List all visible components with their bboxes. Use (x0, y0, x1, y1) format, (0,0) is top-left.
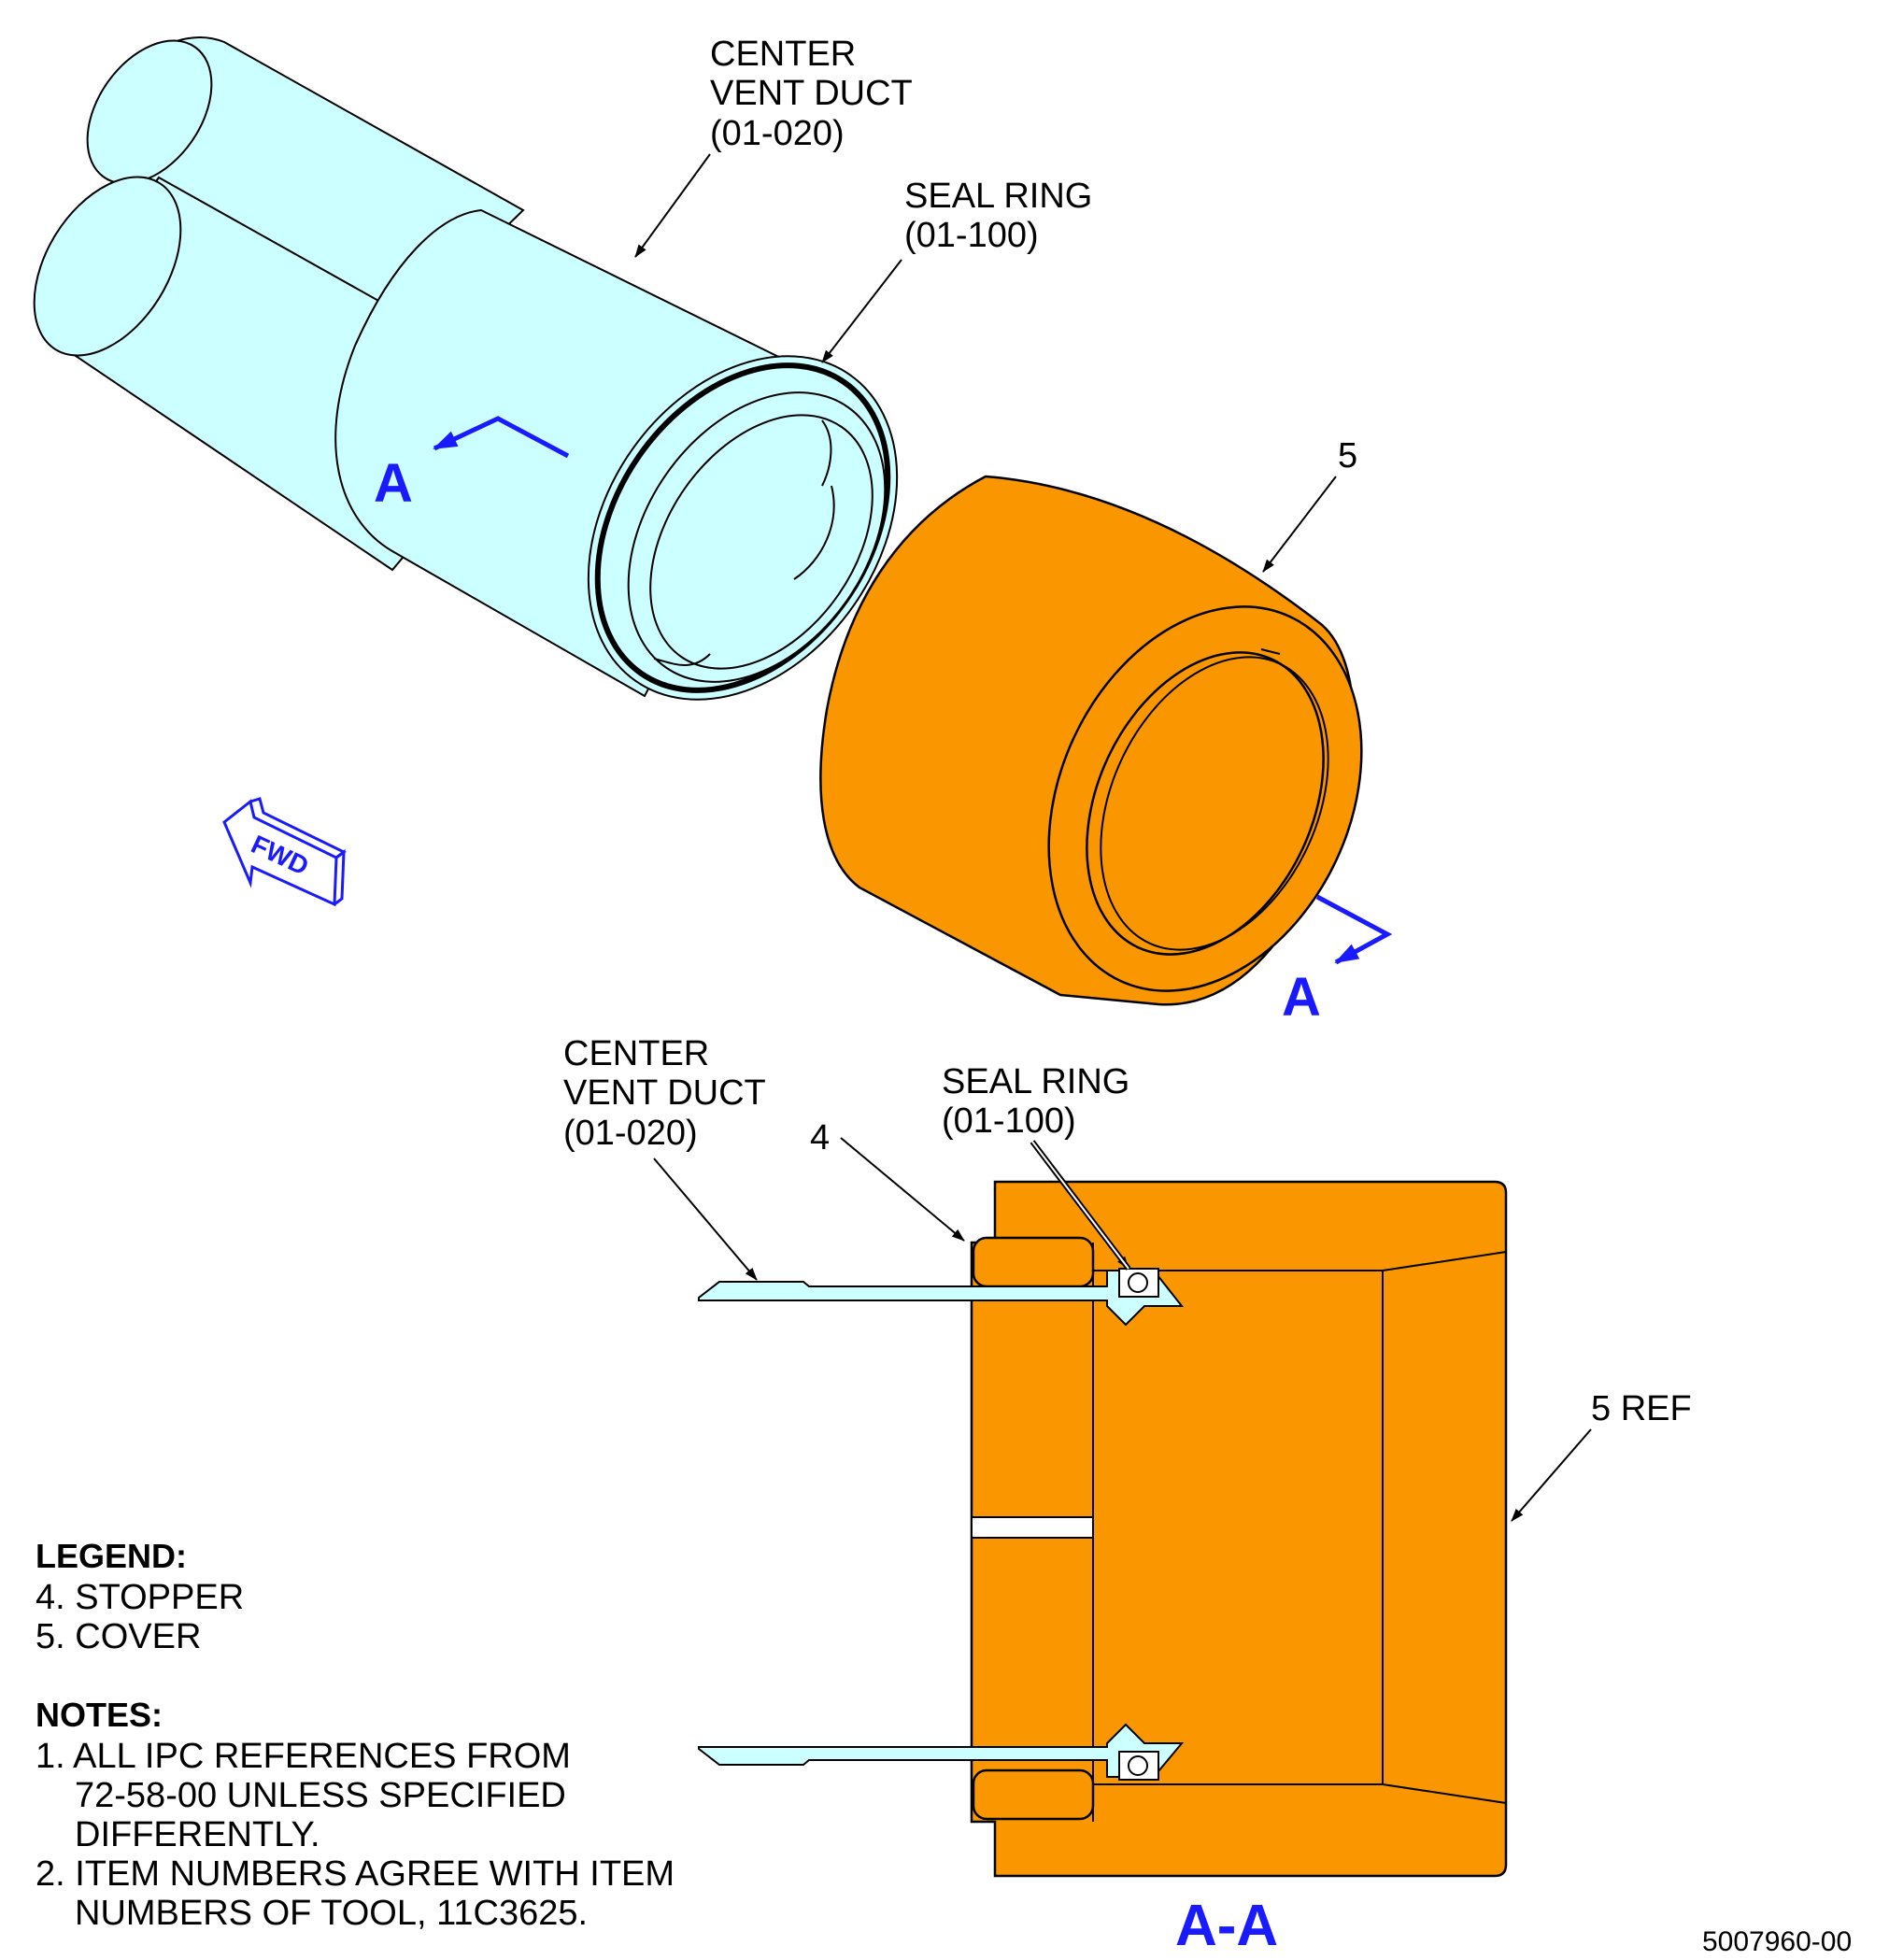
section-title: A-A (1175, 1894, 1278, 1958)
legend-item: 4. STOPPER (36, 1578, 244, 1617)
svg-text:(01-020): (01-020) (710, 114, 845, 153)
label-center-vent-duct-top: CENTER VENT DUCT (01-020) (634, 35, 913, 258)
cover-section (970, 1180, 1508, 1878)
center-vent-duct-iso (33, 36, 899, 701)
label-center-vent-duct-section: CENTER VENT DUCT (01-020) (563, 1034, 766, 1281)
legend: LEGEND: 4. STOPPER 5. COVER (36, 1537, 244, 1656)
svg-text:VENT DUCT: VENT DUCT (710, 74, 913, 113)
notes: NOTES: 1. ALL IPC REFERENCES FROM 72-58-… (36, 1696, 675, 1933)
section-marker-a-lower: A (1282, 894, 1393, 1028)
notes-heading: NOTES: (36, 1696, 163, 1734)
svg-text:(01-100): (01-100) (904, 216, 1039, 255)
svg-text:SEAL RING: SEAL RING (942, 1062, 1129, 1101)
duct-wall-upper (698, 1268, 1185, 1327)
svg-text:NUMBERS OF TOOL, 11C3625.: NUMBERS OF TOOL, 11C3625. (75, 1894, 588, 1933)
svg-text:SEAL RING: SEAL RING (904, 177, 1092, 216)
label-item-5-top: 5 (1262, 436, 1357, 573)
svg-text:VENT DUCT: VENT DUCT (563, 1073, 766, 1113)
figure-id: 5007960-00 (1702, 1926, 1852, 1957)
svg-text:2. ITEM NUMBERS AGREE WITH ITE: 2. ITEM NUMBERS AGREE WITH ITEM (36, 1854, 675, 1894)
stopper-lower (972, 1768, 1095, 1821)
cover-iso (819, 475, 1363, 1006)
svg-text:CENTER: CENTER (710, 35, 856, 74)
section-marker-a-upper: A (374, 416, 570, 514)
svg-text:A: A (1282, 967, 1321, 1028)
svg-text:DIFFERENTLY.: DIFFERENTLY. (75, 1815, 320, 1854)
fwd-arrow-icon: FWD (222, 797, 347, 907)
svg-text:(01-100): (01-100) (942, 1101, 1076, 1141)
legend-heading: LEGEND: (36, 1537, 187, 1575)
svg-text:72-58-00 UNLESS SPECIFIED: 72-58-00 UNLESS SPECIFIED (75, 1776, 566, 1815)
svg-text:1. ALL IPC REFERENCES FROM: 1. ALL IPC REFERENCES FROM (36, 1737, 571, 1776)
label-seal-ring-section: SEAL RING (01-100) (942, 1062, 1131, 1271)
legend-item: 5. COVER (36, 1617, 201, 1656)
duct-wall-lower (698, 1723, 1185, 1781)
label-seal-ring-top: SEAL RING (01-100) (821, 177, 1092, 363)
label-item-5-ref: 5 REF (1511, 1389, 1692, 1522)
section-letter: A (374, 453, 413, 514)
svg-text:4: 4 (810, 1118, 830, 1158)
stopper-upper (972, 1236, 1095, 1288)
svg-text:5 REF: 5 REF (1591, 1389, 1692, 1428)
svg-text:CENTER: CENTER (563, 1034, 709, 1073)
svg-text:(01-020): (01-020) (563, 1114, 698, 1153)
svg-text:5: 5 (1338, 436, 1357, 476)
label-item-4-section: 4 (810, 1118, 965, 1242)
